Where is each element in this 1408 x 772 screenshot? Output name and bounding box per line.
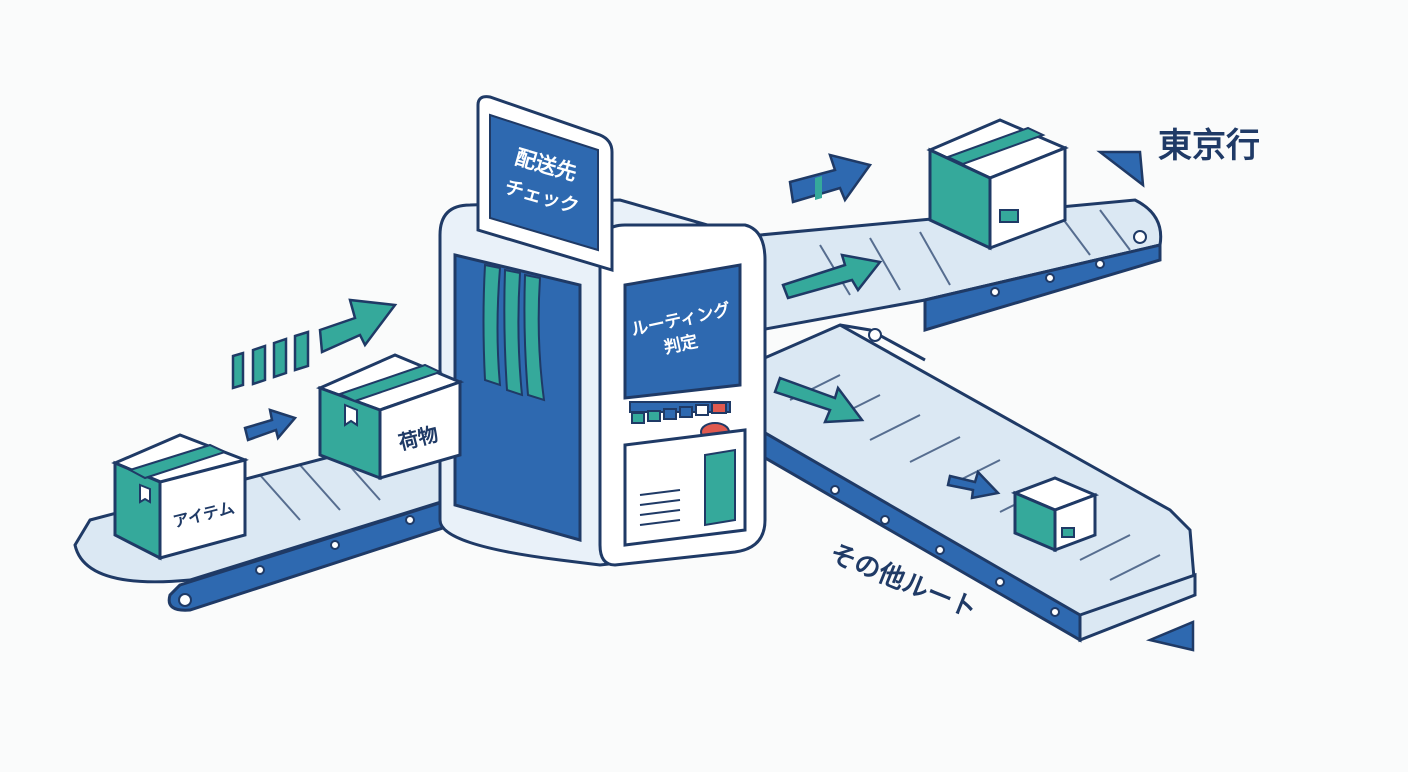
belt-rollers-other <box>830 328 1060 617</box>
input-dash <box>251 344 267 386</box>
input-small-arrow-icon <box>243 408 298 442</box>
tokyo-lane-arrow-icon <box>781 253 883 300</box>
conveyor-tokyo <box>758 198 1163 333</box>
belt-rollers-tokyo <box>990 230 1147 297</box>
out-top-arrow-icon <box>788 153 873 204</box>
monitor-screen <box>489 113 599 252</box>
input-dash <box>293 330 310 372</box>
other-lane-small-arrow-icon <box>946 469 1001 500</box>
entry-curtain <box>482 263 546 402</box>
box-parcel <box>315 353 465 481</box>
routing-screen <box>623 263 742 400</box>
sorting-machine <box>438 95 767 567</box>
box-item <box>111 433 249 561</box>
input-arrow-icon <box>318 298 398 354</box>
output-slot <box>704 448 736 527</box>
input-dash <box>272 337 288 379</box>
input-dash <box>231 351 245 390</box>
box-other <box>1010 476 1100 553</box>
other-lane-arrow-icon <box>773 376 865 424</box>
dest-tokyo-label: 東京行 <box>1158 126 1260 166</box>
flow-arrows <box>231 150 1195 652</box>
vent-lines <box>639 489 681 526</box>
box-tokyo <box>926 118 1069 251</box>
tokyo-pointer-icon <box>1096 150 1145 188</box>
indicator-lights <box>629 401 731 424</box>
other-pointer-icon <box>1145 620 1195 652</box>
